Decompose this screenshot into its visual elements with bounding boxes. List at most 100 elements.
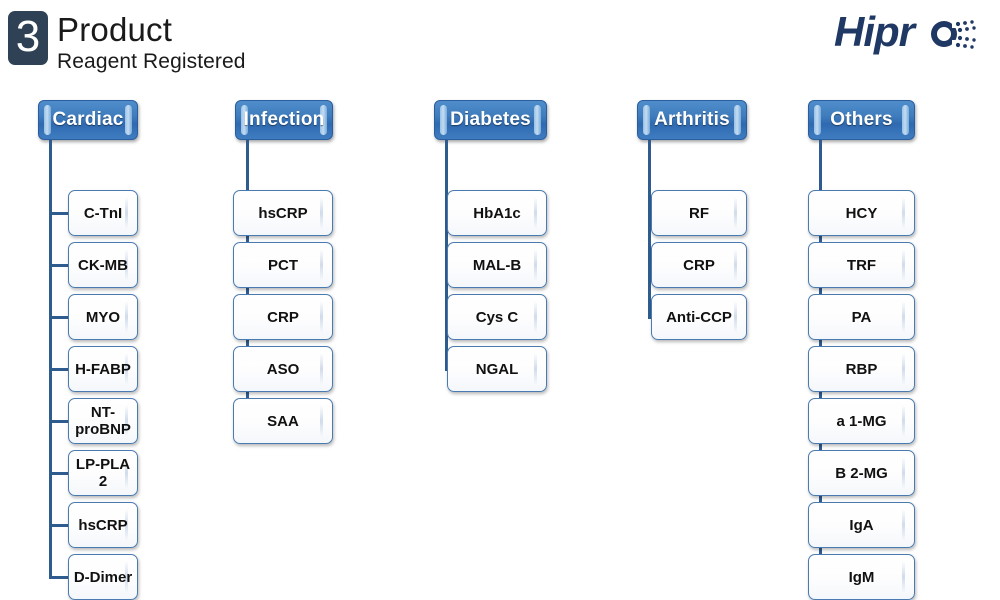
bevel-right-icon xyxy=(125,105,132,135)
reagent-box[interactable]: NT- proBNP xyxy=(68,398,138,444)
reagent-box[interactable]: CK-MB xyxy=(68,242,138,288)
category-header-label: Infection xyxy=(243,109,325,130)
reagent-box[interactable]: SAA xyxy=(233,398,333,444)
tree-branch-line xyxy=(49,471,70,475)
category-header-label: Cardiac xyxy=(52,109,124,130)
reagent-box[interactable]: IgM xyxy=(808,554,915,600)
category-header-label: Others xyxy=(830,109,893,130)
tree-branch-line xyxy=(49,575,70,579)
reagent-box[interactable]: NGAL xyxy=(447,346,547,392)
reagent-label: D-Dimer xyxy=(73,568,133,586)
tree-item[interactable]: RF xyxy=(637,190,747,236)
category-items-tree: C-TnI CK-MB MYO H-FABP NT- proBNP LP-PLA 2 hsC… xyxy=(38,140,138,600)
reagent-label: SAA xyxy=(267,412,299,430)
reagent-box[interactable]: CRP xyxy=(233,294,333,340)
reagent-box[interactable]: PCT xyxy=(233,242,333,288)
reagent-label: CK-MB xyxy=(78,256,128,274)
tree-item[interactable]: hsCRP xyxy=(233,190,333,236)
reagent-box[interactable]: MAL-B xyxy=(447,242,547,288)
hipro-logo-svg: Hipr xyxy=(834,8,976,55)
reagent-label: IgM xyxy=(848,568,875,586)
tree-item[interactable]: IgA xyxy=(808,502,915,548)
tree-item[interactable]: B 2-MG xyxy=(808,450,915,496)
reagent-box[interactable]: D-Dimer xyxy=(68,554,138,600)
category-header-label: Diabetes xyxy=(450,109,531,130)
category-header-cardiac[interactable]: Cardiac xyxy=(38,100,138,140)
tree-item[interactable]: PA xyxy=(808,294,915,340)
tree-item[interactable]: IgM xyxy=(808,554,915,600)
reagent-label: IgA xyxy=(849,516,874,534)
tree-item[interactable]: a 1-MG xyxy=(808,398,915,444)
reagent-box[interactable]: HCY xyxy=(808,190,915,236)
tree-branch-line xyxy=(49,523,70,527)
tree-item[interactable]: H-FABP xyxy=(38,346,138,392)
tree-item[interactable]: CRP xyxy=(637,242,747,288)
reagent-box[interactable]: C-TnI xyxy=(68,190,138,236)
tree-item[interactable]: CRP xyxy=(233,294,333,340)
reagent-label: CRP xyxy=(683,256,715,274)
category-header-infection[interactable]: Infection xyxy=(235,100,333,140)
tree-item[interactable]: PCT xyxy=(233,242,333,288)
tree-item[interactable]: D-Dimer xyxy=(38,554,138,600)
reagent-label: CRP xyxy=(267,308,299,326)
reagent-box[interactable]: LP-PLA 2 xyxy=(68,450,138,496)
tree-item[interactable]: MYO xyxy=(38,294,138,340)
reagent-label: B 2-MG xyxy=(835,464,888,482)
reagent-label: PCT xyxy=(268,256,298,274)
tree-item[interactable]: Cys C xyxy=(434,294,547,340)
tree-item[interactable]: LP-PLA 2 xyxy=(38,450,138,496)
reagent-label: PA xyxy=(851,308,872,326)
reagent-box[interactable]: HbA1c xyxy=(447,190,547,236)
tree-branch-line xyxy=(648,211,653,215)
reagent-box[interactable]: Cys C xyxy=(447,294,547,340)
tree-trunk-line xyxy=(445,140,448,369)
reagent-box[interactable]: MYO xyxy=(68,294,138,340)
reagent-label: C-TnI xyxy=(83,204,123,222)
tree-item[interactable]: NT- proBNP xyxy=(38,398,138,444)
tree-item[interactable]: Anti-CCP xyxy=(637,294,747,340)
tree-item[interactable]: TRF xyxy=(808,242,915,288)
tree-branch-line xyxy=(49,211,70,215)
tree-branch-line xyxy=(49,419,70,423)
slide-number-badge: 3 xyxy=(8,11,48,65)
tree-branch-line xyxy=(648,263,653,267)
reagent-box[interactable]: CRP xyxy=(651,242,747,288)
reagent-label: a 1-MG xyxy=(836,412,887,430)
reagent-label: LP-PLA 2 xyxy=(75,456,131,490)
reagent-box[interactable]: ASO xyxy=(233,346,333,392)
reagent-box[interactable]: TRF xyxy=(808,242,915,288)
category-header-label: Arthritis xyxy=(654,109,730,130)
reagent-box[interactable]: a 1-MG xyxy=(808,398,915,444)
slide-canvas: 3 Product Reagent Registered Hipr xyxy=(8,8,976,600)
reagent-box[interactable]: RF xyxy=(651,190,747,236)
tree-item[interactable]: SAA xyxy=(233,398,333,444)
category-header-diabetes[interactable]: Diabetes xyxy=(434,100,547,140)
reagent-box[interactable]: B 2-MG xyxy=(808,450,915,496)
tree-item[interactable]: NGAL xyxy=(434,346,547,392)
tree-item[interactable]: CK-MB xyxy=(38,242,138,288)
tree-branch-line xyxy=(49,263,70,267)
category-header-others[interactable]: Others xyxy=(808,100,915,140)
reagent-box[interactable]: RBP xyxy=(808,346,915,392)
tree-item[interactable]: hsCRP xyxy=(38,502,138,548)
reagent-label: HCY xyxy=(845,204,878,222)
bevel-right-icon xyxy=(734,105,741,135)
category-header-arthritis[interactable]: Arthritis xyxy=(637,100,747,140)
tree-item[interactable]: HCY xyxy=(808,190,915,236)
reagent-box[interactable]: PA xyxy=(808,294,915,340)
tree-item[interactable]: ASO xyxy=(233,346,333,392)
reagent-box[interactable]: hsCRP xyxy=(68,502,138,548)
reagent-label: Cys C xyxy=(475,308,519,326)
tree-item[interactable]: C-TnI xyxy=(38,190,138,236)
reagent-label: MAL-B xyxy=(472,256,522,274)
reagent-box[interactable]: hsCRP xyxy=(233,190,333,236)
reagent-box[interactable]: IgA xyxy=(808,502,915,548)
tree-item[interactable]: MAL-B xyxy=(434,242,547,288)
tree-item[interactable]: HbA1c xyxy=(434,190,547,236)
reagent-box[interactable]: Anti-CCP xyxy=(651,294,747,340)
tree-item[interactable]: RBP xyxy=(808,346,915,392)
reagent-box[interactable]: H-FABP xyxy=(68,346,138,392)
